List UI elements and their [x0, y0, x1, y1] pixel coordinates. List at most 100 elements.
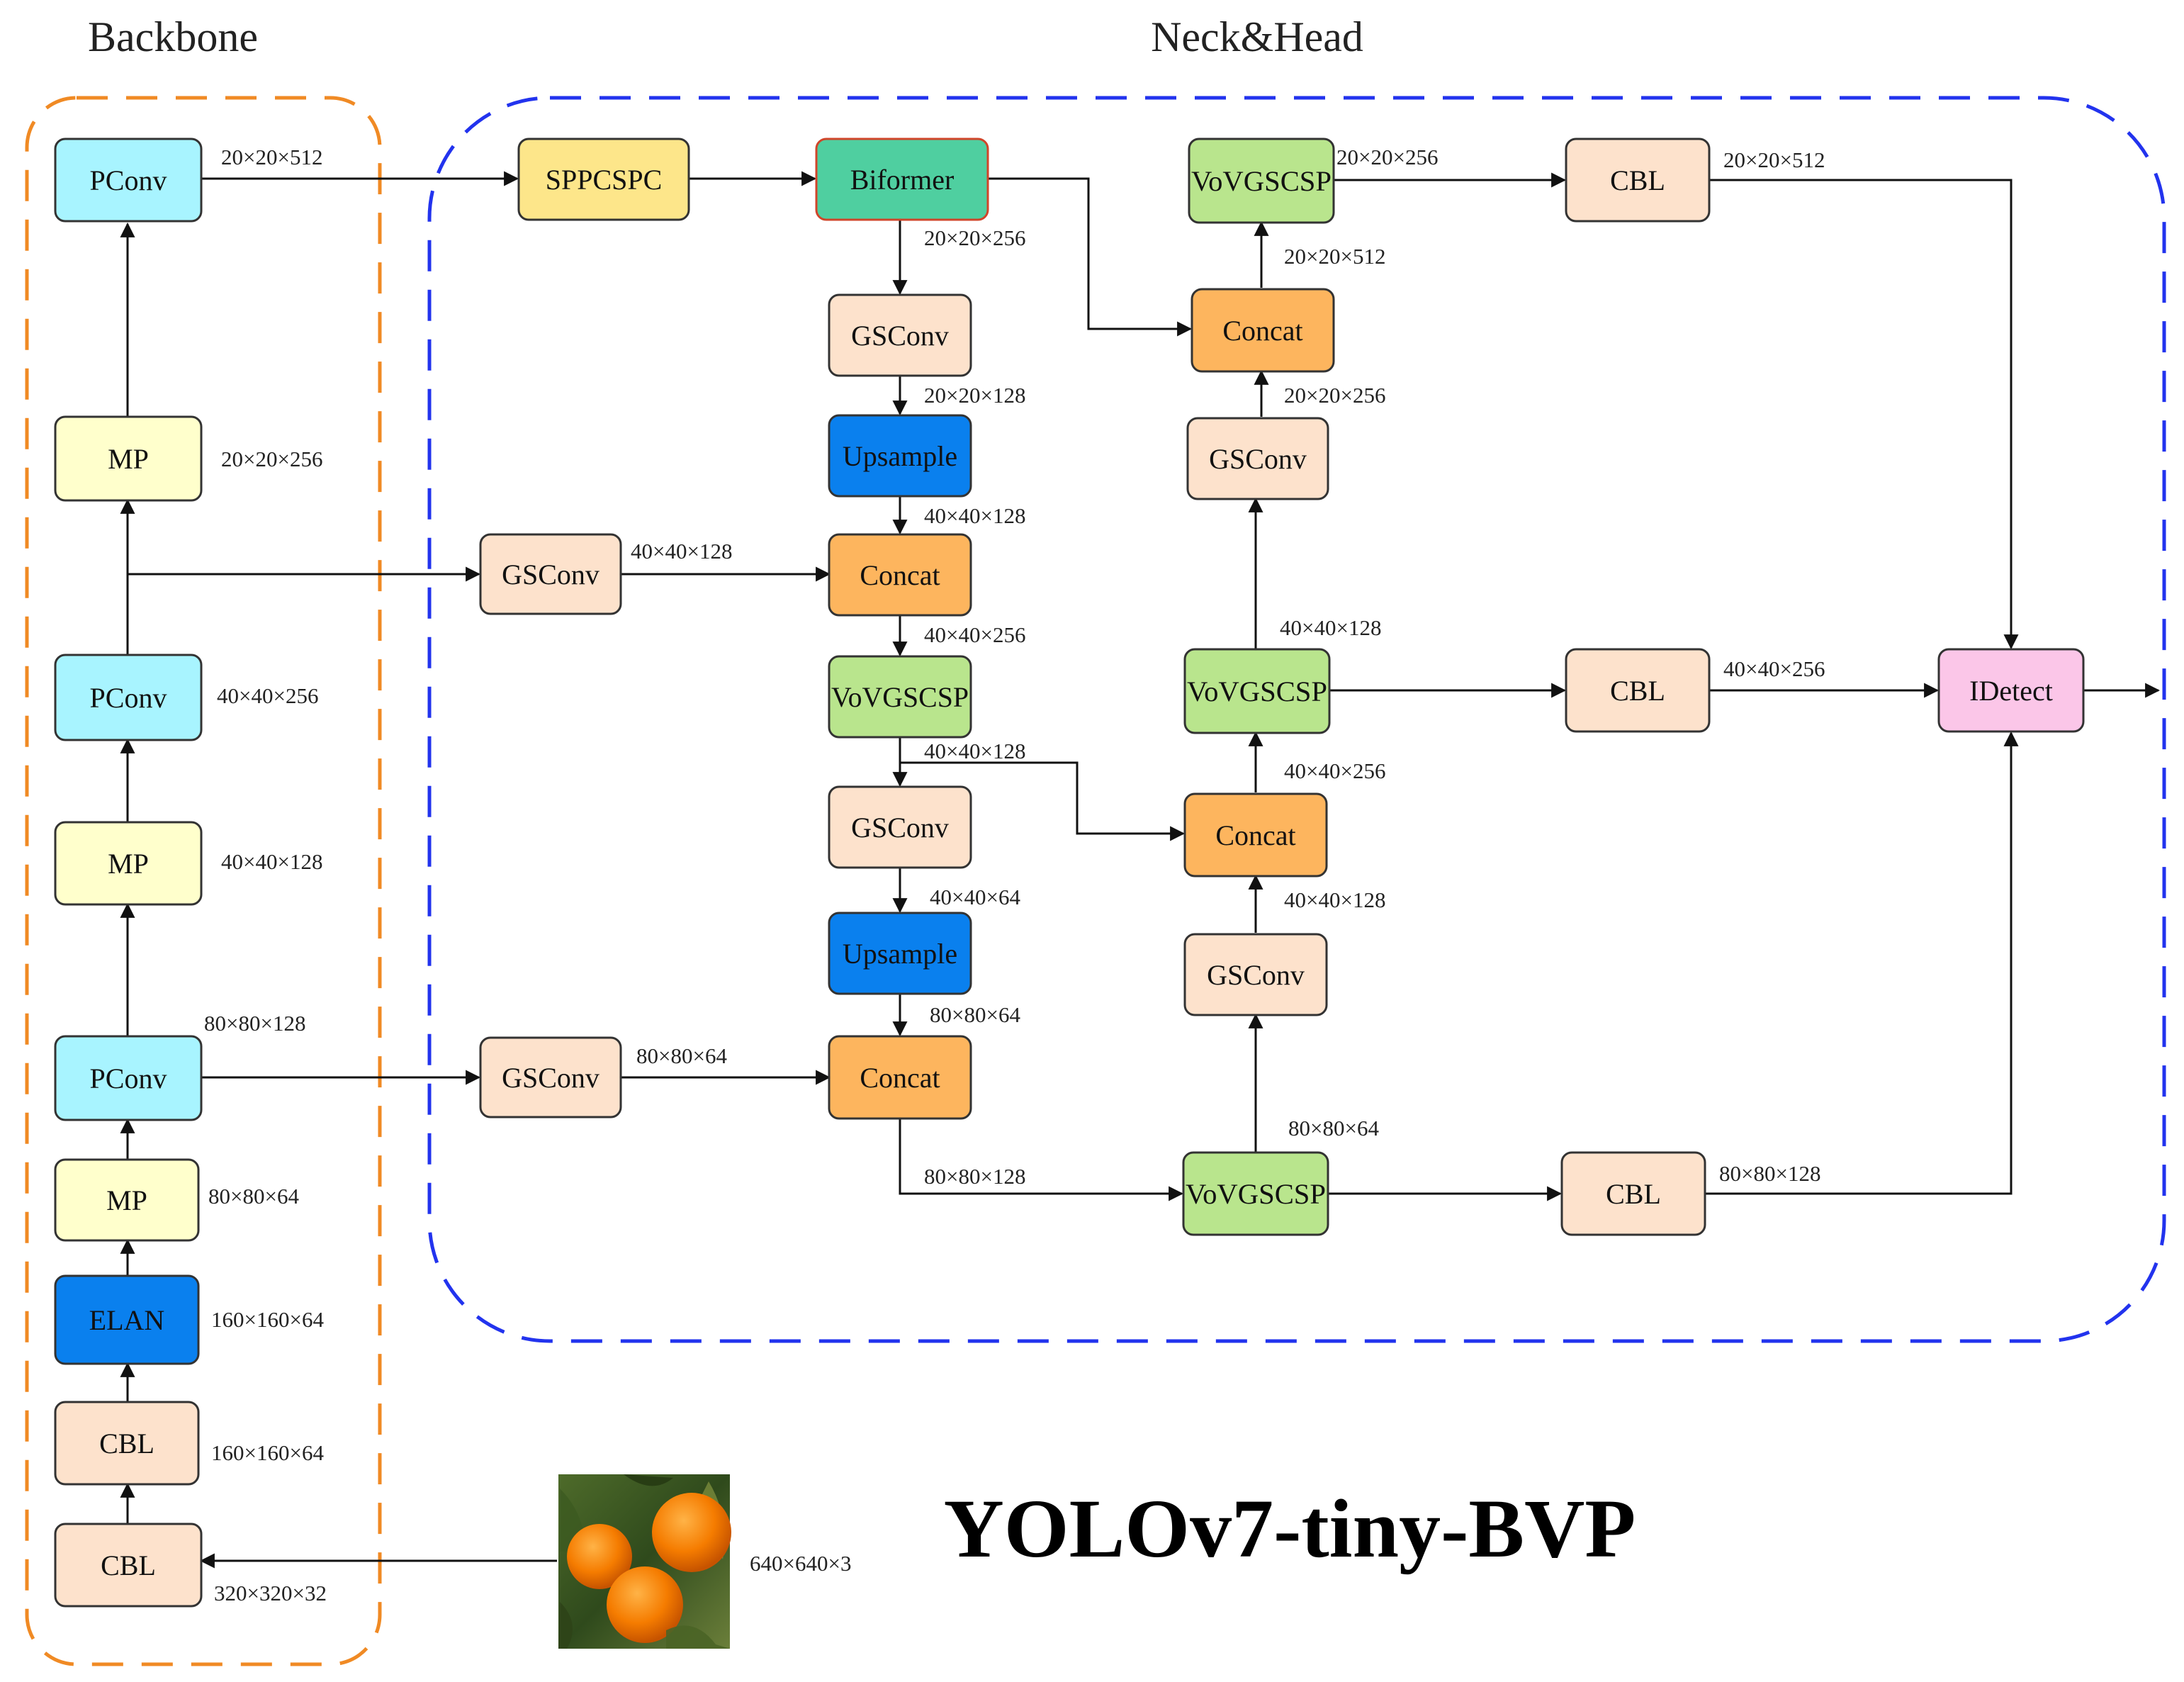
- model-title: YOLOv7-tiny-BVP: [944, 1482, 1636, 1575]
- dim-label: 40×40×256: [1723, 656, 1825, 681]
- node-b-mp2: MP: [54, 821, 203, 906]
- edge-vov1-concat-mid: [900, 761, 1186, 841]
- node-box: [479, 533, 622, 615]
- node-label: Concat: [860, 559, 940, 591]
- node-label: Concat: [1222, 315, 1302, 347]
- node-box: [828, 912, 972, 995]
- node-c-gsconv2: GSConv: [828, 785, 972, 869]
- dim-label: 40×40×128: [1284, 887, 1385, 912]
- node-cbl-mid: CBL: [1565, 648, 1711, 733]
- dim-label: 80×80×128: [924, 1164, 1025, 1189]
- node-box: [1937, 648, 2085, 733]
- node-label: CBL: [99, 1428, 154, 1459]
- dim-label: 640×640×3: [750, 1551, 851, 1576]
- node-c-concat2: Concat: [828, 1035, 972, 1120]
- dim-label: 160×160×64: [211, 1440, 324, 1465]
- node-b-pconv1: PConv: [54, 138, 203, 223]
- node-label: PConv: [90, 682, 167, 714]
- dim-label: 320×320×32: [214, 1581, 327, 1605]
- node-label: GSConv: [502, 559, 600, 590]
- node-box: [54, 1274, 200, 1365]
- dimension-labels: 20×20×512 20×20×256 40×40×256 40×40×128 80×8…: [204, 145, 1825, 1605]
- node-box: [54, 415, 203, 502]
- node-b-pconv2: PConv: [54, 654, 203, 741]
- dim-label: 80×80×64: [1288, 1116, 1379, 1140]
- node-b-mp3: MP: [54, 1158, 200, 1242]
- node-c-upsample2: Upsample: [828, 912, 972, 995]
- node-cbl-bot: CBL: [1560, 1151, 1706, 1236]
- node-b-elan: ELAN: [54, 1274, 200, 1365]
- node-label: Concat: [1215, 819, 1295, 851]
- node-box: [815, 138, 989, 221]
- dim-label: 40×40×128: [924, 503, 1025, 528]
- dim-label: 80×80×128: [1719, 1161, 1820, 1186]
- node-label: SPPCSPC: [546, 164, 663, 196]
- node-label: CBL: [1610, 164, 1665, 196]
- node-label: PConv: [90, 1063, 167, 1094]
- dim-label: 40×40×64: [930, 885, 1020, 909]
- node-label: Upsample: [843, 440, 957, 472]
- backbone-border: [25, 96, 382, 1666]
- dim-label: 80×80×64: [208, 1184, 299, 1209]
- node-label: CBL: [101, 1549, 156, 1581]
- dim-label: 40×40×256: [217, 683, 318, 708]
- node-label: GSConv: [502, 1062, 600, 1094]
- node-label: VoVGSCSP: [1186, 1178, 1326, 1210]
- node-r-gsconv-mid: GSConv: [1183, 933, 1328, 1016]
- dim-label: 20×20×512: [1723, 147, 1825, 172]
- node-label: CBL: [1610, 675, 1665, 707]
- dim-label: 20×20×256: [924, 225, 1025, 250]
- dim-label: 80×80×128: [204, 1011, 305, 1036]
- node-box: [1190, 288, 1335, 373]
- node-sppcspc: SPPCSPC: [517, 138, 690, 221]
- node-c-vov1: VoVGSCSP: [828, 655, 972, 739]
- dim-label: 80×80×64: [930, 1002, 1020, 1027]
- node-cbl-top: CBL: [1565, 138, 1711, 223]
- node-c-upsample1: Upsample: [828, 414, 972, 498]
- node-box: [54, 1035, 203, 1121]
- node-label: MP: [106, 1184, 147, 1216]
- dim-label: 20×20×256: [1284, 383, 1385, 408]
- dim-label: 20×20×512: [1284, 244, 1385, 269]
- node-n-gsconv-a: GSConv: [479, 533, 622, 615]
- dim-label: 40×40×128: [221, 849, 322, 874]
- node-label: Upsample: [843, 938, 957, 970]
- dim-label: 40×40×256: [1284, 758, 1385, 783]
- node-label: GSConv: [1207, 959, 1305, 991]
- node-box: [1183, 648, 1331, 734]
- node-label: PConv: [90, 164, 167, 196]
- backbone-title: Backbone: [88, 13, 258, 60]
- edge-biformer-concat-top: [988, 177, 1193, 337]
- node-box: [1186, 417, 1329, 500]
- node-r-concat-mid: Concat: [1183, 792, 1328, 878]
- node-box: [54, 1401, 200, 1486]
- edge-concat2-vov-bot: [899, 1118, 1184, 1201]
- dim-label: 40×40×128: [924, 739, 1025, 763]
- node-box: [1183, 792, 1328, 878]
- node-box: [54, 654, 203, 741]
- node-b-mp1: MP: [54, 415, 203, 502]
- node-label: MP: [108, 443, 149, 475]
- node-box: [1183, 933, 1328, 1016]
- neckhead-title: Neck&Head: [1151, 13, 1363, 60]
- node-box: [479, 1036, 622, 1118]
- node-b-pconv3: PConv: [54, 1035, 203, 1121]
- node-box: [1565, 138, 1711, 223]
- node-box: [828, 785, 972, 869]
- input-image: [558, 1474, 731, 1649]
- node-box: [1182, 1151, 1329, 1236]
- node-r-vov-mid: VoVGSCSP: [1183, 648, 1331, 734]
- node-box: [1565, 648, 1711, 733]
- node-idetect: IDetect: [1937, 648, 2085, 733]
- edge-cbl-bot-idetect: [1705, 731, 2019, 1195]
- node-box: [828, 1035, 972, 1120]
- node-c-concat1: Concat: [828, 533, 972, 617]
- node-box: [828, 655, 972, 739]
- node-biformer: Biformer: [815, 138, 989, 221]
- node-label: Concat: [860, 1062, 940, 1094]
- node-box: [54, 821, 203, 906]
- dim-label: 20×20×512: [221, 145, 322, 169]
